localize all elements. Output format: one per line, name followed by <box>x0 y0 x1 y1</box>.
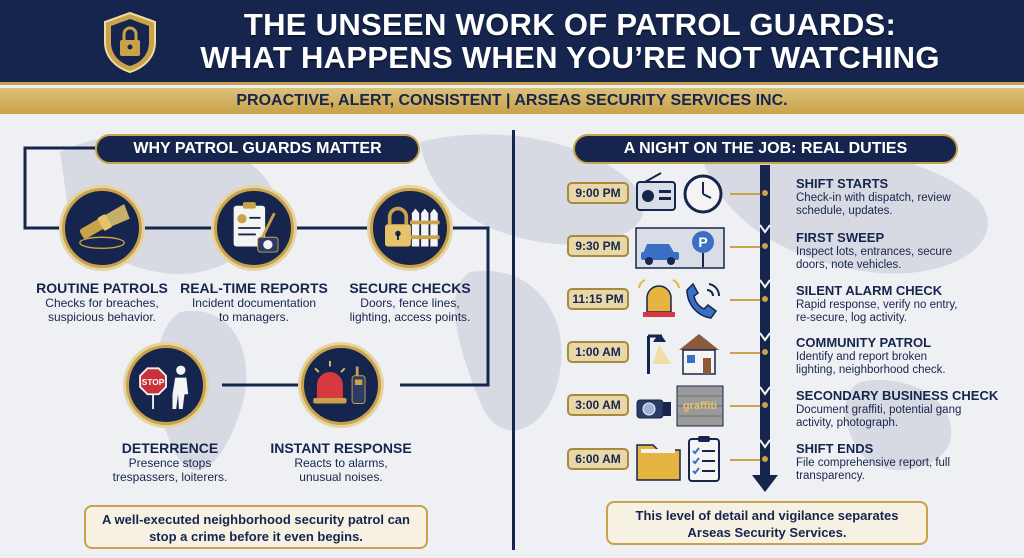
folder-checklist-icon <box>636 436 720 482</box>
routine-patrols-desc-1: Checks for breaches, <box>45 296 159 310</box>
instant-response-desc-1: Reacts to alarms, <box>294 456 388 470</box>
deterrence-title: DETERRENCE <box>121 440 219 456</box>
subtitle-bar: PROACTIVE, ALERT, CONSISTENT | ARSEAS SE… <box>0 88 1024 114</box>
instant-response-circle <box>301 345 381 425</box>
step-dot <box>760 241 770 251</box>
section-heading-why: WHY PATROL GUARDS MATTER <box>95 134 420 164</box>
step-desc-2: schedule, updates. <box>796 205 893 217</box>
siren-radio-icon <box>313 360 366 404</box>
left-callout-line1: A well-executed neighborhood security pa… <box>102 512 410 527</box>
step-desc-2: lighting, neighborhood check. <box>796 364 946 376</box>
page-title-line1: THE UNSEEN WORK OF PATROL GUARDS: <box>243 7 897 42</box>
lock-fence-icon <box>385 206 440 247</box>
step-connector <box>730 459 762 461</box>
deterrence-desc-1: Presence stops <box>128 456 212 470</box>
step-dot <box>760 294 770 304</box>
secure-checks-circle <box>370 188 450 268</box>
step-title-first-sweep: FIRST SWEEP <box>796 230 885 245</box>
stop-sign-icon: STOP <box>139 365 189 410</box>
page-title-line2: WHAT HAPPENS WHEN YOU’RE NOT WATCHING <box>200 40 940 75</box>
real-time-reports-desc-2: to managers. <box>218 310 290 324</box>
step-title-shift-starts: SHIFT STARTS <box>796 176 889 191</box>
column-divider <box>512 130 515 550</box>
step-desc-1: File comprehensive report, full <box>796 457 951 469</box>
real-time-reports-title: REAL-TIME REPORTS <box>180 280 328 296</box>
section-heading-night: A NIGHT ON THE JOB: REAL DUTIES <box>573 134 958 164</box>
right-callout-line1: This level of detail and vigilance separ… <box>635 508 899 523</box>
step-desc-1: Check-in with dispatch, review <box>796 192 951 204</box>
step-dot <box>760 454 770 464</box>
step-dot <box>760 400 770 410</box>
step-desc-1: Rapid response, verify no entry, <box>796 299 958 311</box>
graffiti-text: graffiti <box>683 400 717 412</box>
clipboard-camera-icon <box>233 202 279 253</box>
deterrence-circle: STOP <box>126 345 206 425</box>
routine-patrols-circle <box>62 188 142 268</box>
left-callout-line2: stop a crime before it even begins. <box>149 529 363 544</box>
secure-checks-title: SECURE CHECKS <box>349 280 471 296</box>
time-badge-1115pm: 11:15 PM <box>567 288 629 310</box>
secure-checks-desc-1: Doors, fence lines, <box>360 296 460 310</box>
step-connector <box>730 193 762 195</box>
step-desc-2: doors, note vehicles. <box>796 259 902 271</box>
real-time-reports-desc-1: Incident documentation <box>191 296 317 310</box>
step-desc-2: activity, photograph. <box>796 417 899 429</box>
instant-response-title: INSTANT RESPONSE <box>270 440 412 456</box>
step-connector <box>730 405 762 407</box>
camera-graffiti-icon: graffiti <box>636 385 724 427</box>
right-callout-box: This level of detail and vigilance separ… <box>606 501 928 545</box>
step-title-community-patrol: COMMUNITY PATROL <box>796 335 932 350</box>
streetlight-house-icon <box>647 334 719 375</box>
real-time-reports-circle <box>214 188 294 268</box>
secure-checks-desc-2: lighting, access points. <box>349 310 471 324</box>
routine-patrols-title: ROUTINE PATROLS <box>36 280 168 296</box>
step-desc-1: Identify and report broken <box>796 351 928 363</box>
step-title-silent-alarm: SILENT ALARM CHECK <box>796 283 943 298</box>
flashlight-icon <box>79 203 130 250</box>
step-connector <box>730 246 762 248</box>
step-dot <box>760 347 770 357</box>
step-desc-1: Document graffiti, potential gang <box>796 404 962 416</box>
left-callout-box: A well-executed neighborhood security pa… <box>84 505 428 549</box>
deterrence-desc-2: trespassers, loiterers. <box>112 470 228 484</box>
stop-sign-text: STOP <box>142 377 165 387</box>
step-title-shift-ends: SHIFT ENDS <box>796 441 874 456</box>
step-desc-2: transparency. <box>796 470 865 482</box>
step-connector <box>730 352 762 354</box>
bell-phone-icon <box>638 279 721 319</box>
parking-letter: P <box>698 234 707 250</box>
radio-clock-icon <box>636 172 723 214</box>
time-badge-600am: 6:00 AM <box>567 448 629 470</box>
shield-lock-icon <box>104 11 156 74</box>
step-desc-1: Inspect lots, entrances, secure <box>796 246 952 258</box>
time-badge-900pm: 9:00 PM <box>567 182 629 204</box>
routine-patrols-desc-2: suspicious behavior. <box>47 310 157 324</box>
time-badge-100am: 1:00 AM <box>567 341 629 363</box>
step-dot <box>760 188 770 198</box>
step-connector <box>730 299 762 301</box>
instant-response-desc-2: unusual noises. <box>299 470 383 484</box>
time-badge-300am: 3:00 AM <box>567 394 629 416</box>
time-badge-930pm: 9:30 PM <box>567 235 629 257</box>
right-callout-line2: Arseas Security Services. <box>687 525 847 540</box>
step-desc-2: re-secure, log activity. <box>796 312 907 324</box>
header-banner: THE UNSEEN WORK OF PATROL GUARDS: WHAT H… <box>0 0 1024 85</box>
car-parking-icon: P <box>635 227 725 269</box>
step-title-secondary-business-check: SECONDARY BUSINESS CHECK <box>796 388 999 403</box>
